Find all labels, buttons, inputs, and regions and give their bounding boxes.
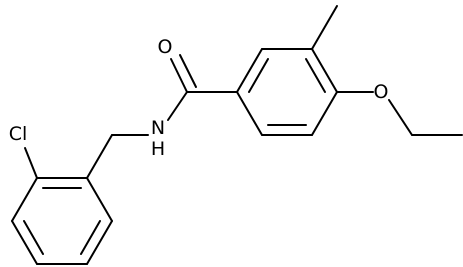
benzamide-ring — [236, 48, 338, 136]
amide-hydrogen-label: H — [151, 138, 165, 160]
ether-bond-ethyl — [388, 99, 413, 136]
bond — [11, 220, 38, 265]
chlorine-bond — [24, 147, 38, 179]
bond — [311, 48, 338, 93]
double-bond-inner — [248, 58, 269, 93]
bond — [86, 220, 113, 265]
double-bond-inner — [305, 58, 326, 93]
double-bond-inner — [80, 220, 101, 255]
amide-bond — [167, 91, 188, 121]
ether-oxygen-label: O — [374, 81, 389, 103]
bond — [86, 177, 113, 222]
carbonyl-double-bond — [170, 58, 188, 93]
methyl-bond — [311, 5, 338, 50]
bond — [11, 177, 38, 222]
chlorine-label: Cl — [9, 123, 28, 145]
methylene-ring-bond — [86, 134, 113, 179]
carbonyl-oxygen-label: O — [158, 36, 173, 58]
bond — [311, 91, 338, 136]
bond — [236, 91, 263, 136]
chlorobenzyl-ring — [11, 177, 113, 265]
double-bond-inner — [23, 220, 44, 255]
carbonyl-double-bond — [179, 54, 197, 88]
bond — [236, 48, 263, 93]
amide-nitrogen-label: N — [151, 117, 165, 139]
